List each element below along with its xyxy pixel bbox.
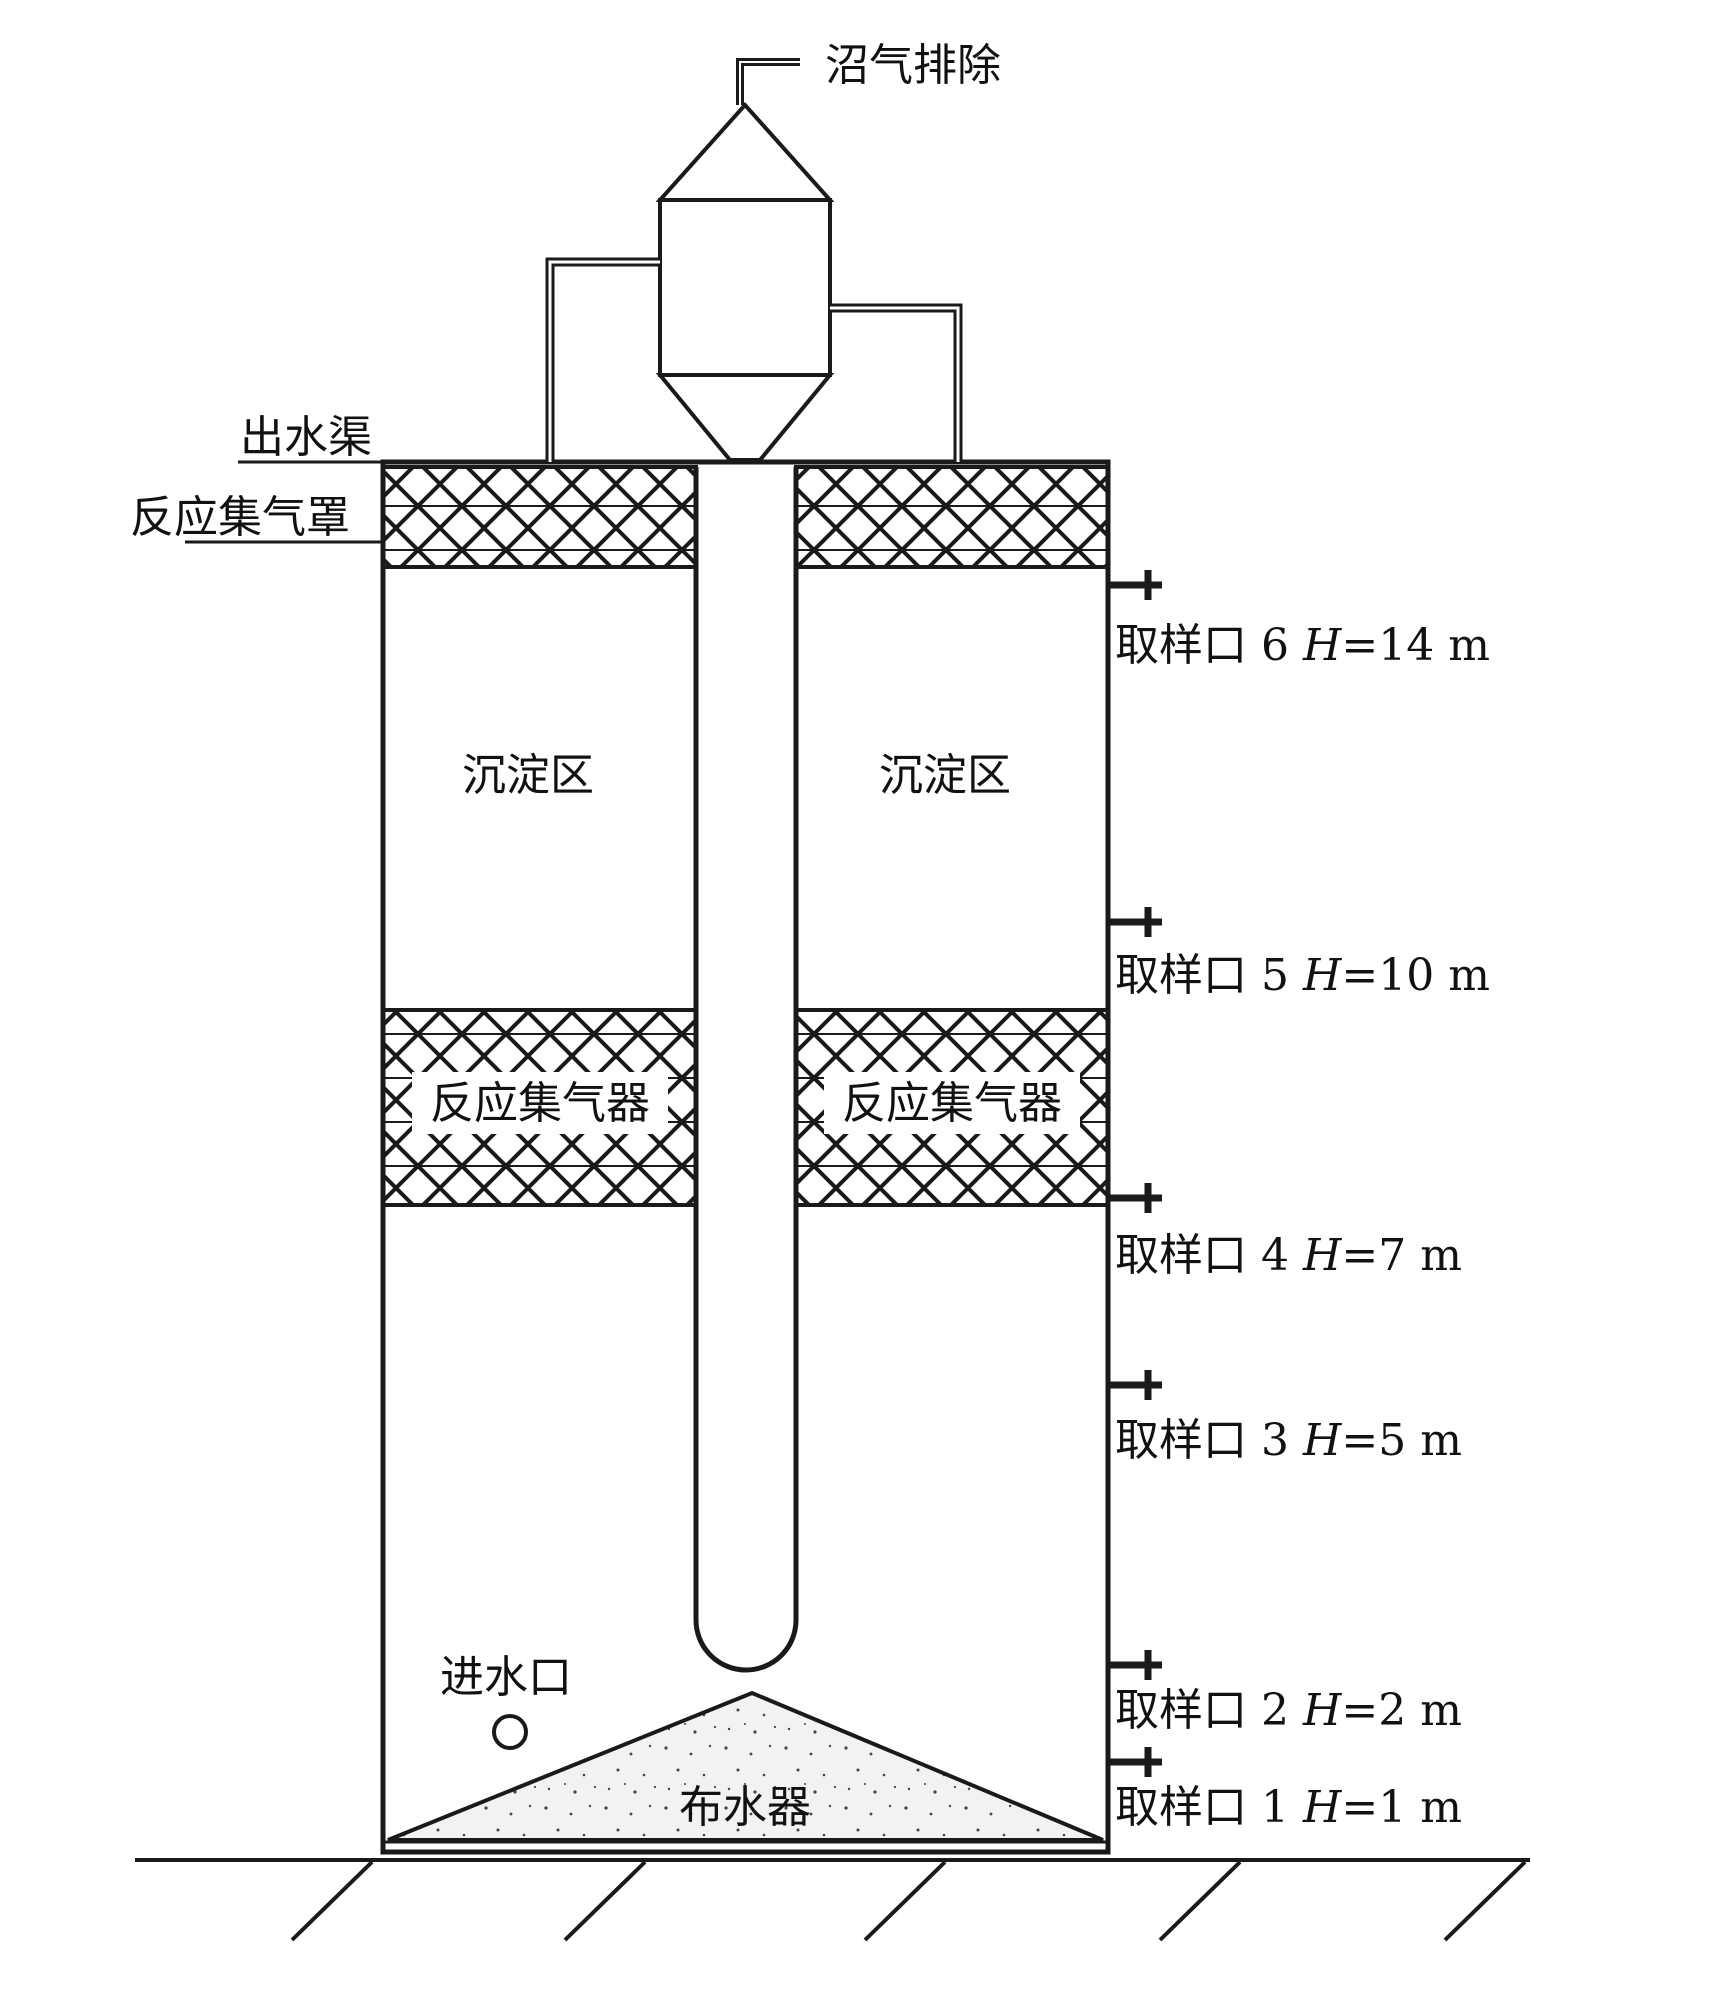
gas-collector-right-label: 反应集气器 (842, 1078, 1062, 1129)
sampling-port-5-label: 取样口 5 H=10 m (1115, 950, 1490, 1001)
water-distributor-label: 布水器 (679, 1782, 811, 1833)
gas-collector-right-label-bg (824, 1072, 1080, 1134)
sampling-port-3-label: 取样口 3 H=5 m (1115, 1415, 1462, 1466)
sampling-port-2-label: 取样口 2 H=2 m (1115, 1685, 1462, 1736)
settling-zone-left-label: 沉淀区 (462, 750, 594, 801)
settling-zone-right-label: 沉淀区 (879, 750, 1011, 801)
water-distributor (387, 1690, 1104, 1842)
gas-hood-band-left (381, 465, 698, 569)
reaction-gas-hood-label: 反应集气罩 (130, 492, 350, 543)
ground (135, 1858, 1530, 1942)
sampling-port-6-label: 取样口 6 H=14 m (1115, 620, 1490, 671)
gas-collector-left-label-bg (412, 1072, 668, 1134)
biogas-exhaust-label: 沼气排除 (825, 40, 1001, 91)
gas-separator (545, 58, 963, 462)
gas-collector-left-label: 反应集气器 (430, 1078, 650, 1129)
gas-hood-band-right (794, 465, 1110, 569)
central-pipe (693, 467, 799, 1673)
effluent-channel-label: 出水渠 (240, 412, 372, 463)
sampling-port-4-label: 取样口 4 H=7 m (1115, 1230, 1462, 1281)
water-inlet-label: 进水口 (440, 1652, 572, 1703)
sampling-port-stubs (1108, 570, 1162, 1777)
inlet-circle-icon (492, 1714, 528, 1750)
sampling-port-1-label: 取样口 1 H=1 m (1115, 1782, 1462, 1833)
